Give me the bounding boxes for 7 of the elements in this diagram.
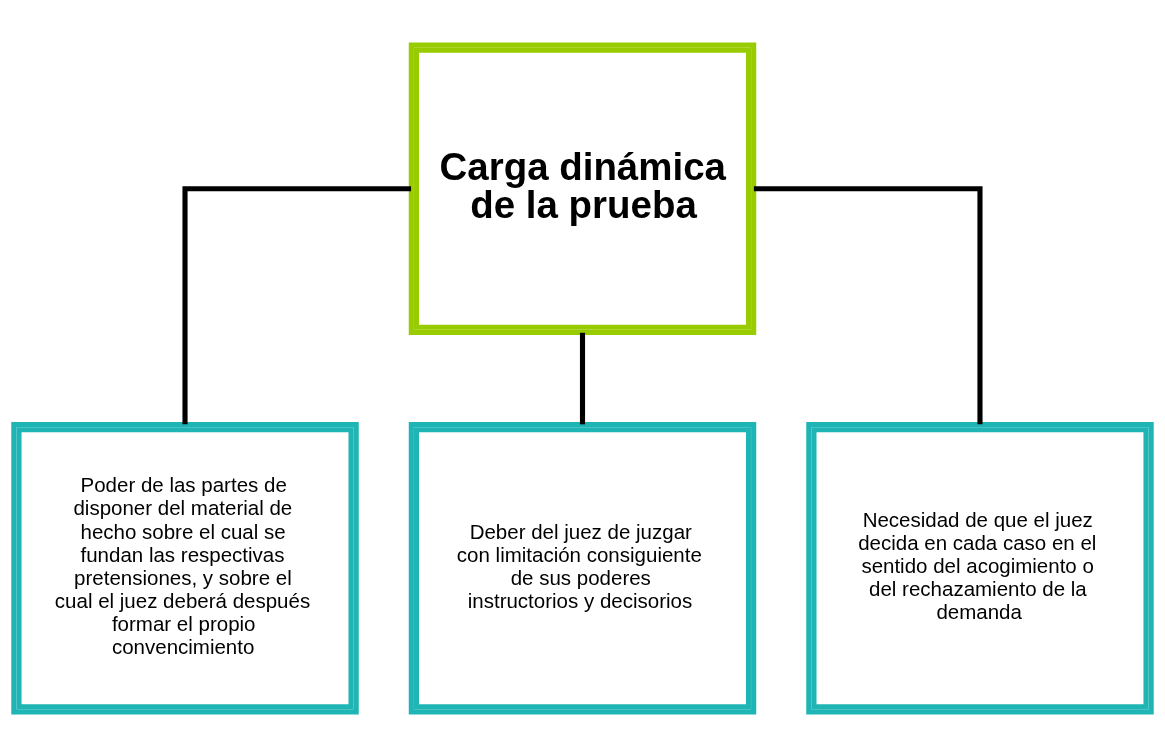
node-box: Carga dinámica de la prueba bbox=[408, 42, 757, 335]
connector bbox=[753, 185, 983, 424]
node-box: Poder de las partes de disponer del material de hecho sobre el cual se fundan las respectivas pretensiones, y sobre el cual el juez deberá después formar el propio convencimiento bbox=[11, 421, 359, 714]
node-box: Deber del juez de juzgar con limitación consiguiente de sus poderes instructorios y decisorios bbox=[408, 421, 757, 714]
connector bbox=[579, 332, 586, 424]
connector bbox=[182, 185, 412, 424]
node-box: Necesidad de que el juez decida en cada caso en el sentido del acogimiento o del rechazamiento de la demanda bbox=[806, 421, 1154, 714]
